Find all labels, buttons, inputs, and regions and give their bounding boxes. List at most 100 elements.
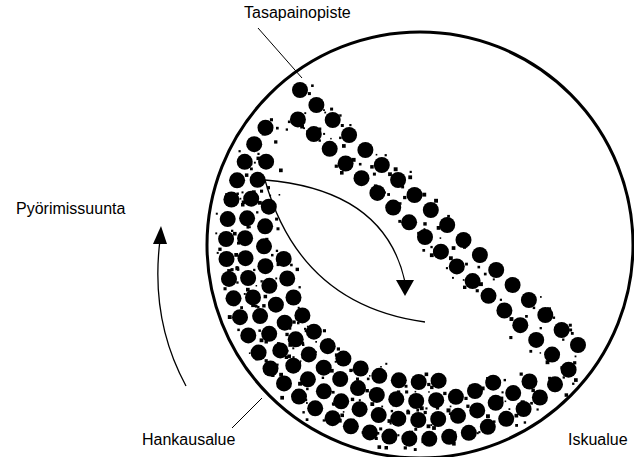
fine-particle xyxy=(256,285,258,287)
fine-particle xyxy=(351,369,353,371)
ball xyxy=(272,342,288,358)
fine-particle xyxy=(235,267,239,271)
fine-particle xyxy=(302,342,304,344)
callout-label: Pyörimissuunta xyxy=(16,200,125,218)
fine-particle xyxy=(237,329,240,332)
fine-particle xyxy=(413,396,416,399)
fine-particle xyxy=(422,249,425,252)
fine-particle xyxy=(461,270,463,272)
fine-particle xyxy=(504,379,506,381)
fine-particle xyxy=(354,175,356,177)
fine-particle xyxy=(485,425,488,428)
ball xyxy=(505,277,521,293)
fine-particle xyxy=(304,112,306,114)
fine-particle xyxy=(390,422,392,424)
fine-particle xyxy=(228,315,232,319)
fine-particle xyxy=(321,364,324,367)
fine-particle xyxy=(424,228,426,230)
fine-particle xyxy=(534,343,536,345)
fine-particle xyxy=(334,118,336,120)
ball xyxy=(276,375,292,391)
fine-particle xyxy=(319,139,321,141)
fine-particle xyxy=(332,402,335,405)
fine-particle xyxy=(385,363,387,365)
leader-line xyxy=(232,398,262,428)
fine-particle xyxy=(236,281,238,283)
fine-particle xyxy=(391,410,393,412)
fine-particle xyxy=(463,246,466,249)
ball xyxy=(353,361,369,377)
fine-particle xyxy=(554,390,556,392)
ball xyxy=(390,172,406,188)
ball xyxy=(300,371,316,387)
fine-particle xyxy=(575,356,577,358)
fine-particle xyxy=(524,421,526,423)
ball xyxy=(316,383,332,399)
fine-particle xyxy=(480,412,482,414)
fine-particle xyxy=(290,302,293,305)
fine-particle xyxy=(277,227,280,230)
fine-particle xyxy=(292,347,294,349)
fine-particle xyxy=(427,424,431,428)
fine-particle xyxy=(303,127,305,129)
ball xyxy=(371,407,387,423)
fine-particle xyxy=(306,402,308,404)
fine-particle xyxy=(292,356,294,358)
mill-shell xyxy=(207,32,633,457)
fine-particle xyxy=(341,124,344,127)
grinding-balls xyxy=(215,82,586,451)
ball xyxy=(250,172,266,188)
fine-particle xyxy=(250,163,253,166)
fine-particle xyxy=(392,404,394,406)
fine-particle xyxy=(300,125,304,129)
fine-particle xyxy=(311,333,315,337)
ball xyxy=(481,288,497,304)
fine-particle xyxy=(569,329,572,332)
ball xyxy=(561,362,577,378)
ball xyxy=(333,393,349,409)
fine-particle xyxy=(477,432,479,434)
fine-particle xyxy=(380,366,382,368)
fine-particle xyxy=(290,264,293,267)
fine-particle xyxy=(292,333,295,336)
fine-particle xyxy=(279,373,283,377)
ball xyxy=(465,273,481,289)
ball xyxy=(221,271,237,287)
fine-particle xyxy=(440,237,442,239)
ball xyxy=(251,345,267,361)
fine-particle xyxy=(388,172,392,176)
fine-particle xyxy=(255,358,258,361)
fine-particle xyxy=(547,307,551,311)
fine-particle xyxy=(537,408,539,410)
ball xyxy=(433,244,449,260)
fine-particle xyxy=(359,399,361,401)
ball xyxy=(421,431,437,447)
fine-particle xyxy=(262,132,266,136)
fine-particle xyxy=(420,406,424,410)
ball xyxy=(292,82,308,98)
ball xyxy=(256,238,272,254)
fine-particle xyxy=(349,422,352,425)
fine-particle xyxy=(449,256,453,260)
ball xyxy=(268,297,284,313)
fine-particle xyxy=(484,260,486,262)
fine-particle xyxy=(383,435,385,437)
fine-particle xyxy=(215,232,217,234)
fine-particle xyxy=(236,193,239,196)
fine-particle xyxy=(285,333,288,336)
fine-particle xyxy=(329,412,331,414)
fine-particle xyxy=(270,283,272,285)
fine-particle xyxy=(351,398,354,401)
ball xyxy=(512,317,528,333)
fine-particle xyxy=(512,397,516,401)
fine-particle xyxy=(265,340,268,343)
fine-particle xyxy=(250,168,253,171)
fine-particle xyxy=(388,419,392,423)
ball xyxy=(306,126,322,142)
ball xyxy=(229,172,245,188)
fine-particle xyxy=(381,406,383,408)
fine-particle xyxy=(529,350,532,353)
fine-particle xyxy=(257,355,260,358)
ball xyxy=(381,429,397,445)
fine-particle xyxy=(515,414,519,418)
